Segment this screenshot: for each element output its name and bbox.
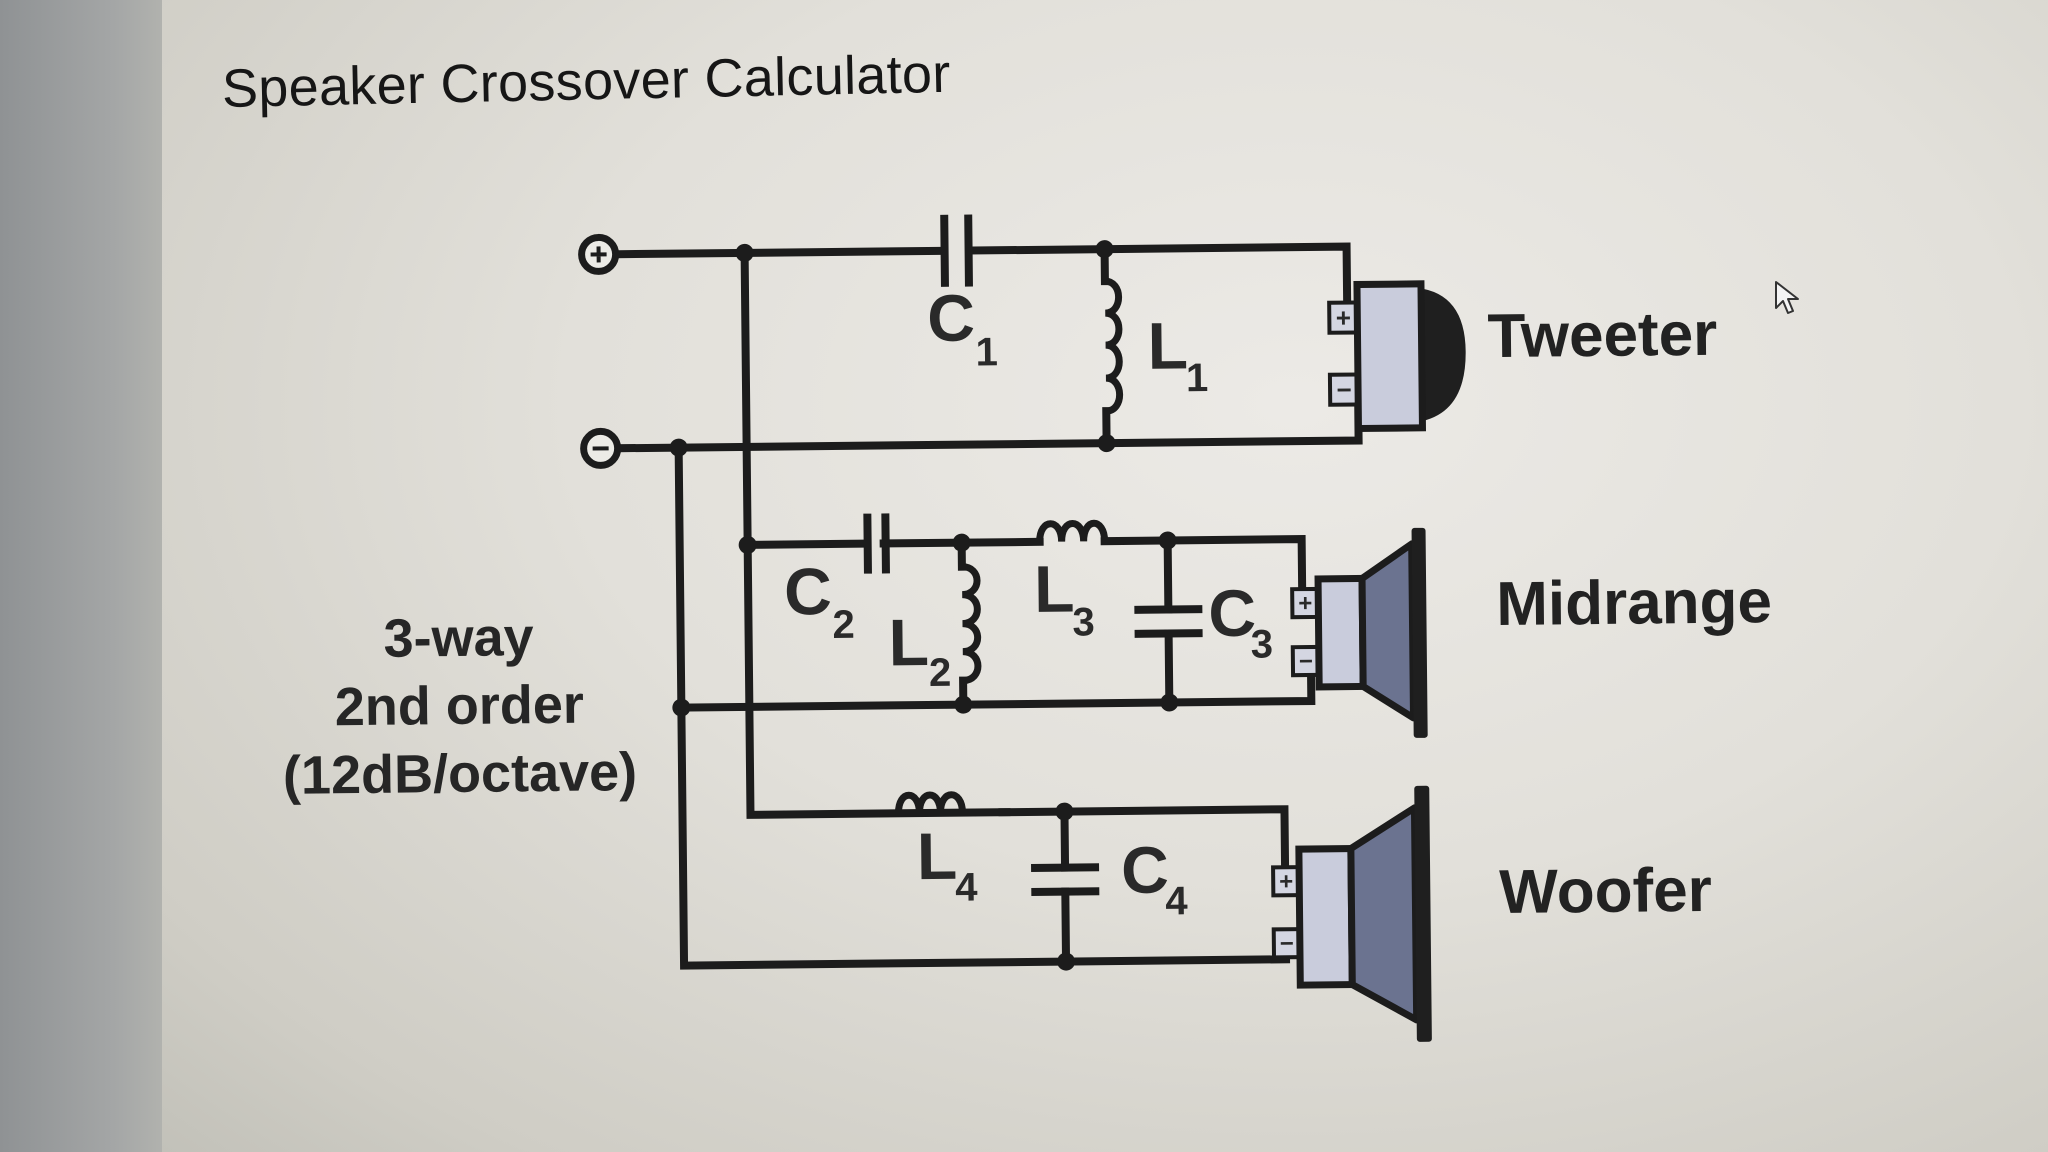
junction-dots (669, 240, 1179, 971)
negative-terminal (580, 427, 622, 469)
svg-text:−: − (1280, 930, 1294, 957)
svg-text:L: L (1147, 308, 1188, 382)
woofer-driver-icon: + − (1271, 785, 1432, 1042)
monitor-bezel (0, 0, 162, 1152)
description-line: (12dB/octave) (283, 742, 638, 806)
svg-text:3: 3 (1251, 622, 1274, 666)
inductor-l1: L 1 (1101, 277, 1209, 415)
capacitor-c3: C 3 (1134, 576, 1274, 667)
svg-text:L: L (888, 605, 929, 679)
svg-text:C: C (784, 554, 832, 628)
svg-text:2: 2 (929, 651, 952, 695)
description-line: 2nd order (334, 675, 584, 738)
woofer-label: Woofer (1499, 856, 1712, 927)
capacitor-c4: C 4 (1031, 833, 1189, 924)
svg-text:+: + (1336, 303, 1352, 333)
svg-text:−: − (1336, 375, 1352, 405)
svg-text:L: L (1034, 551, 1075, 625)
capacitor-c1: C 1 (927, 214, 998, 374)
svg-text:2: 2 (832, 603, 855, 647)
midrange-label: Midrange (1496, 567, 1772, 639)
svg-text:+: + (1298, 590, 1312, 617)
tweeter-driver-icon: + − (1327, 280, 1466, 433)
svg-text:C: C (1121, 833, 1169, 907)
svg-text:L: L (917, 819, 958, 893)
midrange-driver-icon: + − (1290, 527, 1428, 738)
crossover-description: 3-way 2nd order (12dB/octave) (283, 607, 638, 806)
tweeter-label: Tweeter (1487, 300, 1717, 371)
inductor-l2: L 2 (888, 563, 982, 695)
inductor-l3: L 3 (1034, 519, 1109, 644)
positive-terminal (578, 233, 620, 275)
svg-text:+: + (1279, 868, 1293, 895)
svg-text:4: 4 (1165, 879, 1188, 923)
svg-text:−: − (1299, 648, 1313, 675)
svg-text:4: 4 (955, 865, 978, 909)
svg-text:1: 1 (975, 330, 998, 374)
svg-text:1: 1 (1186, 356, 1209, 400)
svg-text:C: C (927, 281, 975, 355)
capacitor-c2: C 2 (784, 513, 890, 647)
svg-text:3: 3 (1072, 600, 1095, 644)
inductor-l4: L 4 (894, 791, 978, 910)
svg-text:C: C (1208, 576, 1256, 650)
description-line: 3-way (383, 607, 534, 669)
mouse-cursor-icon (1775, 281, 1799, 314)
